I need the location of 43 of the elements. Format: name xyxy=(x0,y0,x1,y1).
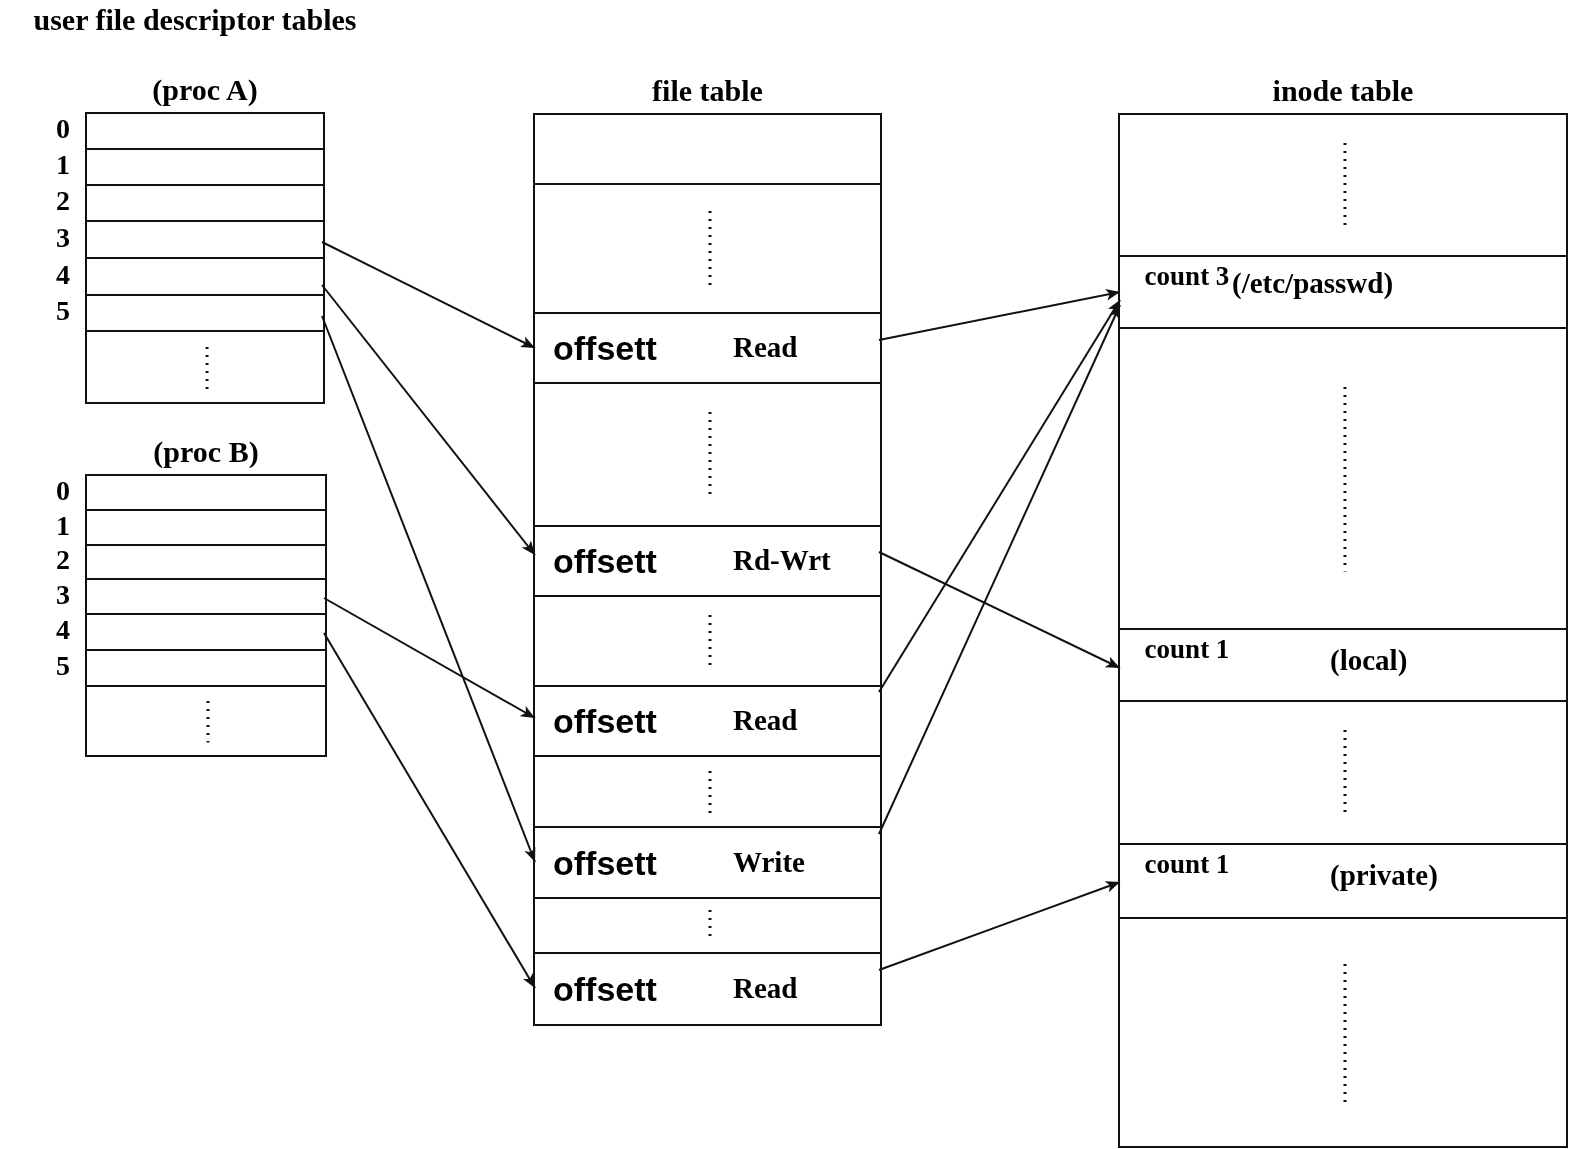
row-index: 0 xyxy=(55,113,71,145)
row-index: 1 xyxy=(55,509,71,542)
row-index: 5 xyxy=(55,650,71,682)
access-mode: Read xyxy=(733,972,798,1005)
file-name: (private) xyxy=(1330,859,1438,892)
offset-field: offsett xyxy=(553,970,657,1009)
access-mode: Write xyxy=(733,845,805,879)
row-index: 3 xyxy=(55,221,71,254)
arrow xyxy=(323,632,536,989)
row-index: 1 xyxy=(55,149,71,181)
row-index: 3 xyxy=(55,578,71,611)
arrow xyxy=(321,241,536,349)
access-mode: Read xyxy=(733,331,798,364)
diagram-heading: user file descriptor tables xyxy=(32,2,358,38)
row-index: 0 xyxy=(55,474,71,507)
row-index: 5 xyxy=(55,295,71,327)
table-heading: (proc A) xyxy=(152,72,258,108)
arrow xyxy=(321,284,536,556)
access-mode: Rd-Wrt xyxy=(733,544,831,577)
row-index: 2 xyxy=(55,544,71,576)
arrow xyxy=(323,597,536,719)
arrow xyxy=(878,299,1121,693)
access-mode: Read xyxy=(733,704,798,737)
table-heading: (proc B) xyxy=(153,434,259,470)
reference-count: count 3 xyxy=(1143,261,1231,291)
table-heading: inode table xyxy=(1272,73,1414,109)
row-index: 4 xyxy=(55,258,71,291)
reference-count: count 1 xyxy=(1143,849,1231,879)
reference-count: count 1 xyxy=(1143,634,1231,664)
offset-field: offsett xyxy=(553,542,657,581)
arrow xyxy=(321,315,536,863)
arrow xyxy=(878,881,1121,971)
offset-field: offsett xyxy=(553,329,657,368)
offset-field: offsett xyxy=(553,702,657,741)
table-heading: file table xyxy=(652,73,763,109)
arrow xyxy=(878,551,1121,669)
file-name: (local) xyxy=(1330,644,1408,677)
row-index: 4 xyxy=(55,614,71,646)
offset-field: offsett xyxy=(553,843,657,883)
arrow xyxy=(878,289,1121,341)
arrow xyxy=(878,304,1121,835)
file-name: (/etc/passwd) xyxy=(1232,267,1394,300)
row-index: 2 xyxy=(55,185,71,217)
